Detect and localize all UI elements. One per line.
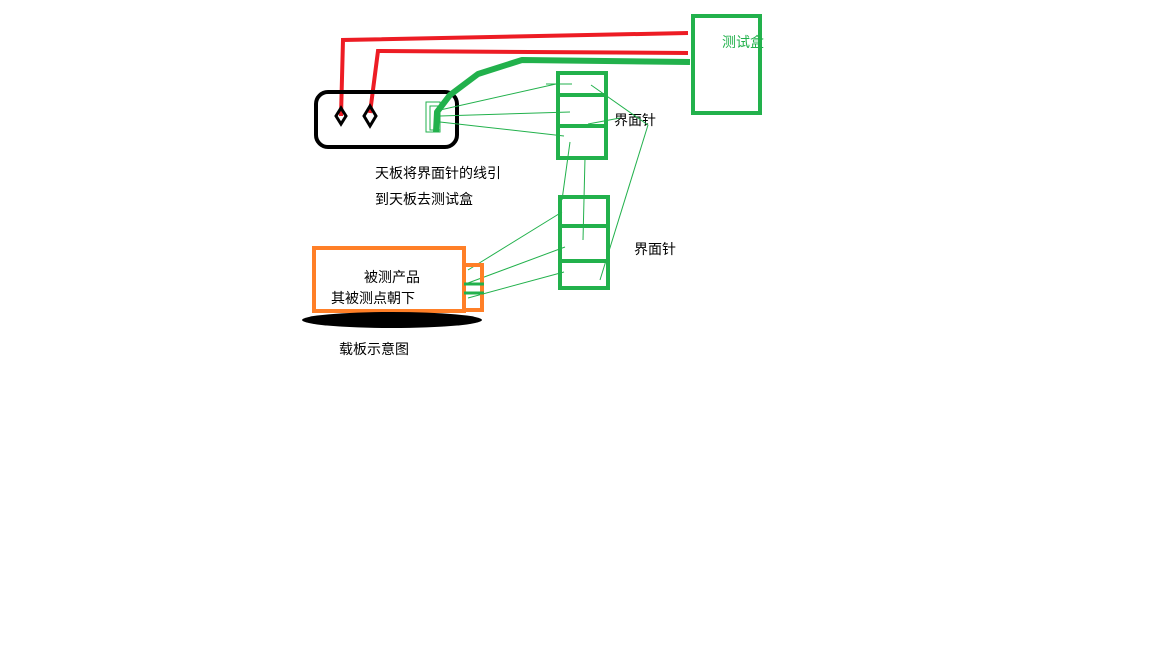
probe-tip-2 <box>362 103 378 129</box>
probe-tip-1 <box>334 105 348 127</box>
test-box-label: 测试盒 <box>722 34 764 51</box>
top-plate <box>314 90 459 149</box>
top-plate-note-line2: 到天板去测试盒 <box>375 191 473 208</box>
product-label-line1: 被测产品 <box>364 270 420 286</box>
interface-pins-bottom-label: 界面针 <box>634 242 676 258</box>
carrier-caption: 载板示意图 <box>339 341 409 358</box>
product-side-box <box>462 263 484 312</box>
product-label-line2: 其被测点朝下 <box>331 291 415 307</box>
red-wires <box>339 31 689 117</box>
carrier-plate <box>302 312 482 328</box>
red-wire-1 <box>339 31 689 117</box>
top-plate-note-line1: 天板将界面针的线引 <box>375 166 501 182</box>
interface-pins-top <box>556 71 608 160</box>
green-cable <box>433 57 691 133</box>
interface-pins-top-label: 界面针 <box>614 113 656 129</box>
test-box <box>691 14 762 115</box>
